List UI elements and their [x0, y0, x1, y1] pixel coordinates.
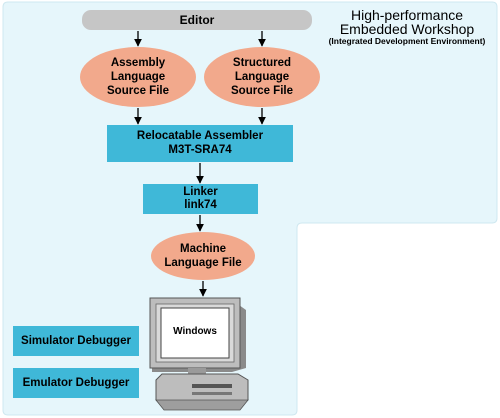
- emulator-box: [13, 368, 139, 398]
- assembly-source-ellipse: [80, 47, 196, 107]
- assembler-box: [107, 125, 293, 162]
- header-subtitle: (Integrated Development Environment): [328, 36, 486, 46]
- assembler-line2: M3T-SRA74: [168, 144, 232, 156]
- simulator-box: [13, 326, 139, 356]
- header-title-line1: High-performance: [350, 7, 464, 23]
- structured-source-label: Structured Language Source File: [204, 56, 320, 98]
- machine-file-ellipse: [151, 232, 255, 280]
- assembler-label: Relocatable Assembler M3T-SRA74: [107, 129, 293, 157]
- structured-source-line1: Structured: [232, 57, 292, 69]
- linker-box: [143, 184, 258, 214]
- header-title-line2: Embedded Workshop: [339, 21, 475, 37]
- linker-line1: Linker: [183, 186, 218, 198]
- assembly-source-label: Assembly Language Source File: [80, 56, 196, 98]
- header-block: High-performance Embedded Workshop (Inte…: [318, 8, 496, 47]
- editor-bar: [82, 10, 312, 30]
- monitor-screen: [160, 307, 230, 359]
- assembly-source-line3: Source File: [107, 85, 169, 97]
- assembler-line1: Relocatable Assembler: [136, 130, 264, 142]
- monitor-screen-label: Windows: [173, 326, 217, 337]
- editor-label: Editor: [179, 13, 215, 27]
- flow-arrows: [134, 31, 266, 297]
- machine-file-line2: Language File: [164, 257, 242, 269]
- computer-icon: [149, 297, 249, 411]
- linker-label: Linker link74: [143, 186, 258, 212]
- structured-source-ellipse: [204, 47, 320, 107]
- structured-source-line3: Source File: [231, 85, 293, 97]
- structured-source-line2: Language: [234, 71, 290, 83]
- machine-file-label: Machine Language File: [151, 242, 255, 270]
- assembly-source-line1: Assembly: [110, 57, 166, 69]
- machine-file-line1: Machine: [179, 243, 226, 255]
- emulator-label: Emulator Debugger: [22, 377, 130, 389]
- assembly-source-line2: Language: [110, 71, 166, 83]
- linker-line2: link74: [184, 199, 217, 211]
- simulator-label: Simulator Debugger: [21, 335, 131, 347]
